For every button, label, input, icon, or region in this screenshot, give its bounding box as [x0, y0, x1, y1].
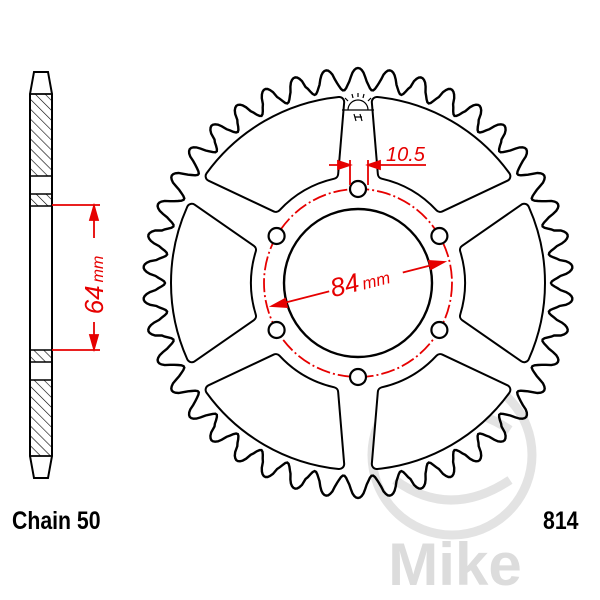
window-cutout: [372, 97, 510, 211]
sprocket-outline: [142, 66, 574, 500]
bolt-hole: [267, 226, 286, 246]
maker-logo-icon: [342, 93, 374, 122]
bolt-hole: [430, 226, 449, 246]
bolt-hole: [348, 367, 368, 387]
side-view: [29, 71, 53, 479]
bolt-hole-dimension: [329, 159, 426, 185]
window-cutout: [372, 355, 510, 469]
watermark-text: Mike: [388, 531, 521, 598]
bolt-hole: [267, 320, 286, 340]
bolt-hole-label: 10.5: [386, 144, 426, 166]
window-cutout: [206, 97, 344, 211]
hub-width-dimension: [52, 202, 100, 353]
bolt-holes: [267, 179, 449, 387]
bolt-hole: [348, 179, 368, 199]
chain-label: Chain 50: [12, 507, 101, 535]
window-cutout: [172, 204, 256, 362]
hub-bore: [282, 207, 434, 359]
bolt-circle-label: 84mm: [327, 259, 393, 303]
sprocket-windows: [170, 95, 546, 471]
bolt-hole: [430, 320, 449, 340]
part-number: 814: [543, 507, 579, 535]
window-cutout: [206, 355, 344, 469]
window-cutout: [460, 204, 544, 362]
hub-width-label: 64mm: [79, 256, 109, 315]
